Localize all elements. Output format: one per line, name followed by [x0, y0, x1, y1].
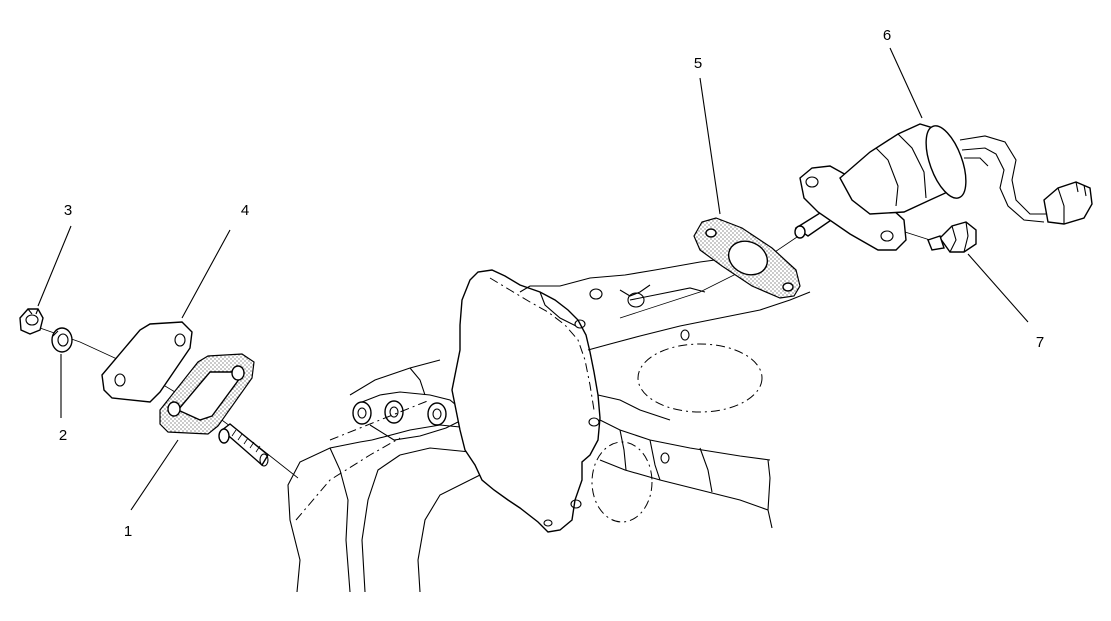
engine-housing	[287, 253, 811, 593]
lock-washer	[51, 327, 73, 353]
fuel-shutoff-solenoid	[794, 123, 1093, 251]
solenoid-gasket	[693, 217, 801, 299]
hex-nut	[19, 308, 44, 335]
gasket-part-1	[159, 353, 255, 435]
fitting-part-7	[927, 221, 977, 253]
callout-6: 6	[883, 27, 891, 44]
callout-5: 5	[694, 55, 702, 72]
callout-labels: 3 2 4 1 5 6 7	[59, 27, 1044, 540]
callout-1: 1	[124, 523, 132, 540]
callout-2: 2	[59, 427, 67, 444]
threaded-stud	[218, 423, 269, 467]
callout-7: 7	[1036, 334, 1044, 351]
leader-lines	[37, 47, 1029, 511]
callout-4: 4	[241, 202, 249, 219]
callout-3: 3	[64, 202, 72, 219]
cover-plate	[101, 321, 193, 403]
